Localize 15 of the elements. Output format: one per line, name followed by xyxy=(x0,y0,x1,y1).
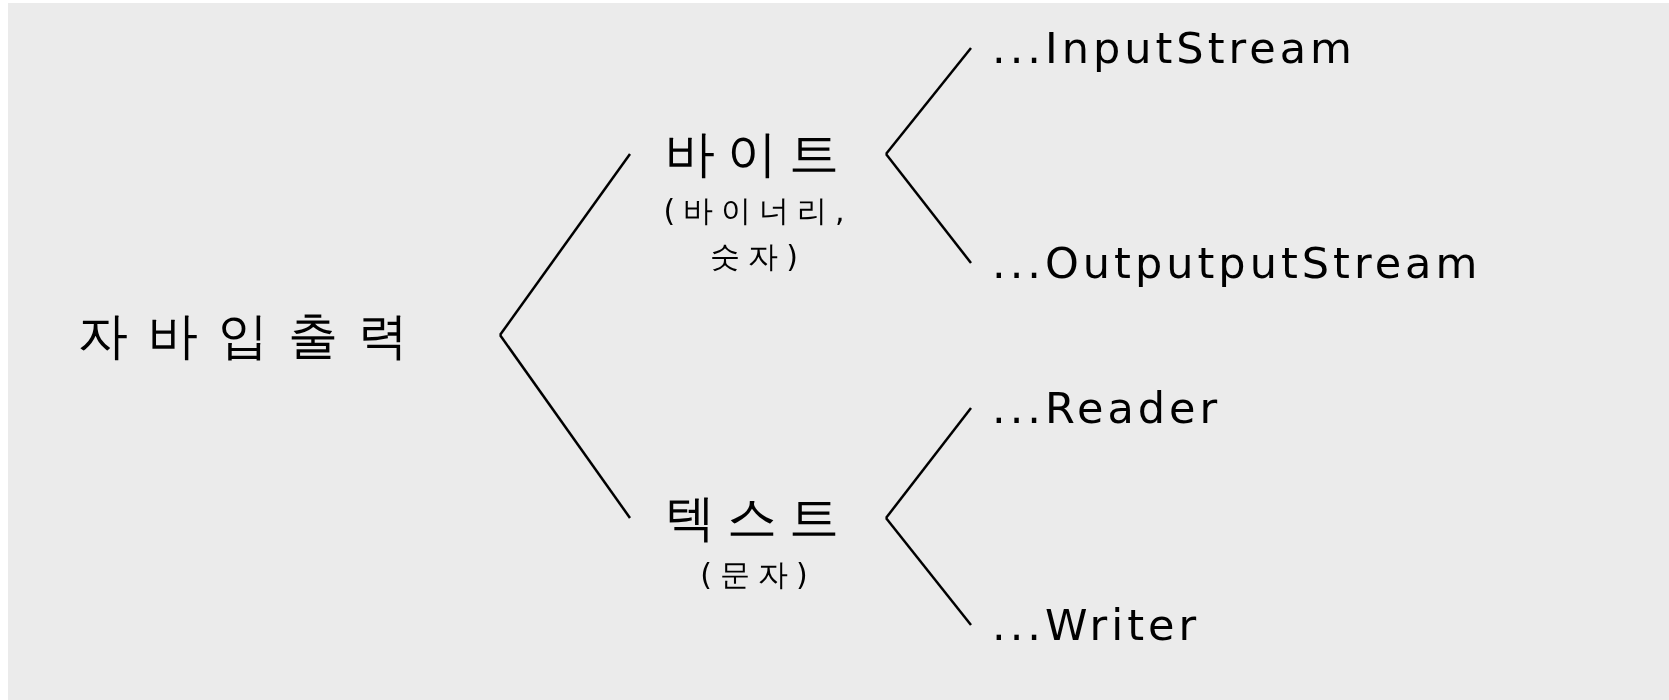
class-label: ...Writer xyxy=(992,600,1202,650)
category-label: 바이트 xyxy=(664,124,852,185)
class-label: ...Reader xyxy=(992,383,1223,433)
root-label: 자바입출력 xyxy=(78,306,429,367)
connector-line xyxy=(885,407,972,519)
connector-line xyxy=(885,517,972,626)
category-label: 텍스트 xyxy=(664,488,852,549)
note-text: (바이너리, 숫자) xyxy=(662,192,854,276)
note-text: (문자) xyxy=(699,556,817,594)
connector-line xyxy=(499,153,631,336)
connector-line xyxy=(885,47,972,155)
class-label: ...OutputputStream xyxy=(992,238,1483,288)
connector-line xyxy=(885,153,972,264)
class-label: ...InputStream xyxy=(992,23,1357,73)
connector-line xyxy=(499,334,631,519)
